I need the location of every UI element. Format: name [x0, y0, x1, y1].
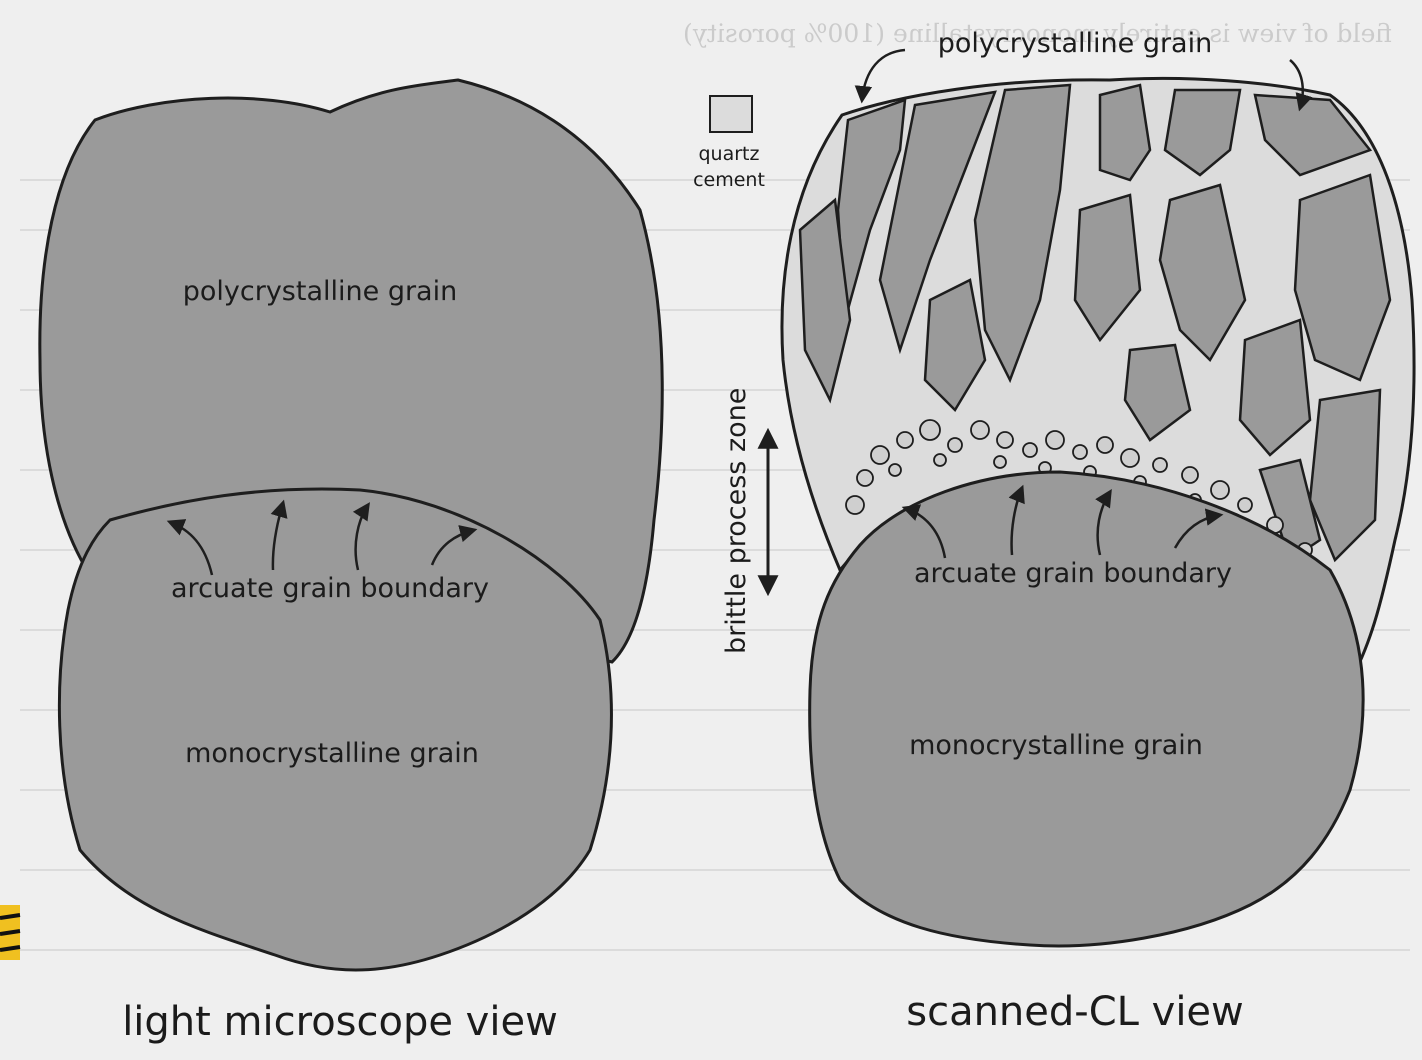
right-view-title: scanned-CL view — [906, 989, 1244, 1035]
right-lower-grain-label: monocrystalline grain — [909, 730, 1203, 761]
left-lower-grain-label: monocrystalline grain — [185, 738, 479, 769]
legend-line-2: cement — [693, 169, 765, 191]
brittle-process-zone: brittle process zone — [721, 388, 768, 654]
right-panel: arcuate grain boundary monocrystalline g… — [782, 28, 1414, 1035]
zone-label: brittle process zone — [721, 388, 752, 654]
left-boundary-label: arcuate grain boundary — [171, 573, 489, 604]
left-panel: polycrystalline grain arcuate grain boun… — [40, 80, 663, 1045]
right-boundary-label: arcuate grain boundary — [914, 558, 1232, 589]
curved-arrow-icon — [862, 50, 905, 100]
quartz-cement-swatch — [710, 96, 752, 132]
left-upper-grain-label: polycrystalline grain — [183, 276, 457, 307]
left-view-title: light microscope view — [122, 999, 558, 1045]
right-monocrystalline-grain — [810, 472, 1363, 946]
right-upper-grain-label: polycrystalline grain — [938, 28, 1212, 59]
legend-line-1: quartz — [699, 143, 760, 165]
edge-fragment — [0, 905, 20, 960]
left-monocrystalline-grain — [59, 489, 611, 970]
legend: quartz cement — [693, 96, 765, 191]
